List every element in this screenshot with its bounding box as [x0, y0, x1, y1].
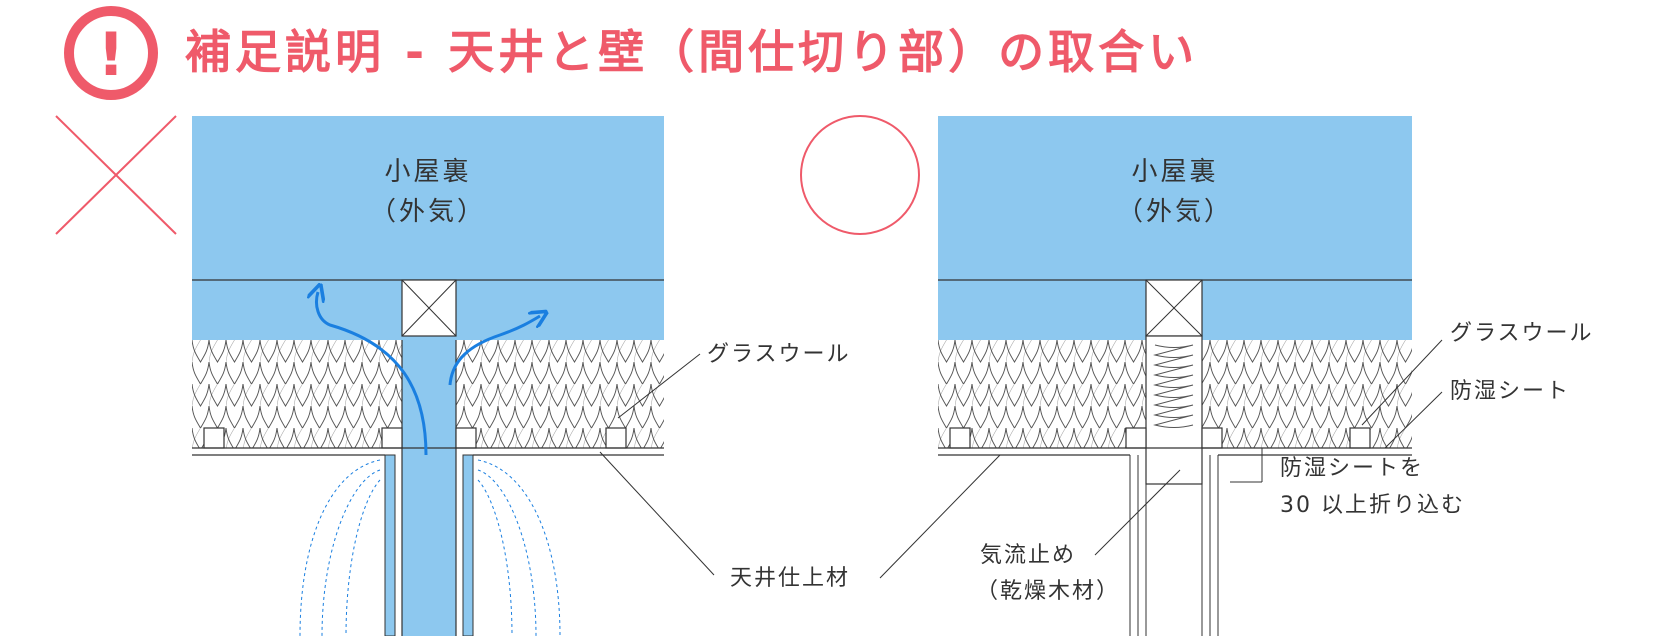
right-insulation-right [1202, 340, 1412, 448]
air-stop-label: 気流止め [980, 543, 1076, 568]
air-stop-sublabel: （乾燥木材） [976, 579, 1120, 604]
vapor-sheet-label: 防湿シート [1450, 379, 1570, 404]
right-insulation-left [938, 340, 1146, 448]
fold-instruction-line2: 30 以上折り込む [1280, 493, 1465, 518]
left-wall-board-right [462, 454, 474, 636]
left-wall-cavity [402, 280, 456, 636]
cross-icon [55, 115, 177, 235]
page-title: 補足説明 - 天井と壁（間仕切り部）の取合い [185, 25, 1198, 79]
right-top-plate [1145, 279, 1203, 337]
left-insulation-right [456, 340, 664, 448]
fold-instruction-line1: 防湿シートを [1280, 456, 1424, 481]
left-joist-1 [203, 427, 225, 449]
left-attic-label: 小屋裏 [384, 157, 471, 187]
right-attic-sublabel: （外気） [1117, 197, 1233, 227]
right-joist-1 [949, 427, 971, 449]
left-airflow-dashed [299, 459, 561, 636]
left-insulation-label: グラスウール [707, 342, 851, 367]
right-joist-2 [1125, 427, 1147, 449]
left-insulation-left [192, 340, 402, 448]
left-joist-2 [381, 427, 403, 449]
svg-text:!: ! [97, 20, 124, 90]
finish-label: 天井仕上材 [730, 566, 850, 591]
alert-icon: ! [64, 6, 158, 100]
right-joist-3 [1201, 427, 1223, 449]
air-stop-block [1145, 335, 1203, 485]
right-insulation-label: グラスウール [1450, 321, 1594, 346]
left-airflow-arrows [317, 292, 541, 456]
left-joist-4 [605, 427, 627, 449]
left-joist-3 [455, 427, 477, 449]
left-top-plate [401, 279, 457, 337]
right-attic-label: 小屋裏 [1131, 157, 1218, 187]
right-joist-4 [1349, 427, 1371, 449]
left-wall-board-left [384, 454, 396, 636]
circle-ok-icon [800, 115, 920, 235]
left-section: 小屋裏 （外気） グラスウール 天井仕上材 [192, 116, 1001, 636]
right-section: 小屋裏 （外気） グラスウール 防湿シート 防湿シートを 30 以上折り込む 気… [938, 116, 1594, 636]
left-attic-sublabel: （外気） [370, 197, 486, 227]
